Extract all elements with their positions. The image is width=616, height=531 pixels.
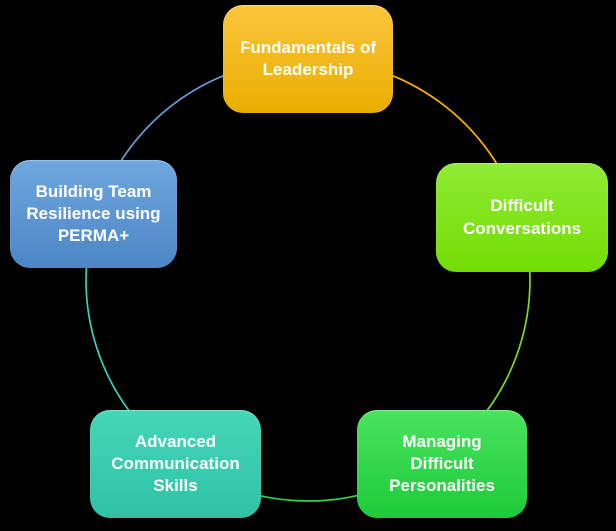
node-label-fundamentals-of-leadership: Fundamentals of Leadership — [239, 37, 376, 79]
node-label-advanced-communication-skills: Advanced Communication Skills — [111, 431, 240, 496]
node-managing-difficult-personalities: Managing Difficult Personalities — [357, 410, 527, 518]
node-advanced-communication-skills: Advanced Communication Skills — [90, 410, 261, 518]
node-label-building-team-resilience-perma: Building Team Resilience using PERMA+ — [26, 181, 161, 246]
node-label-difficult-conversations: Difficult Conversations — [462, 196, 582, 238]
node-label-managing-difficult-personalities: Managing Difficult Personalities — [389, 431, 495, 496]
node-building-team-resilience-perma: Building Team Resilience using PERMA+ — [10, 160, 177, 268]
node-difficult-conversations: Difficult Conversations — [436, 163, 608, 272]
node-fundamentals-of-leadership: Fundamentals of Leadership — [223, 5, 393, 113]
